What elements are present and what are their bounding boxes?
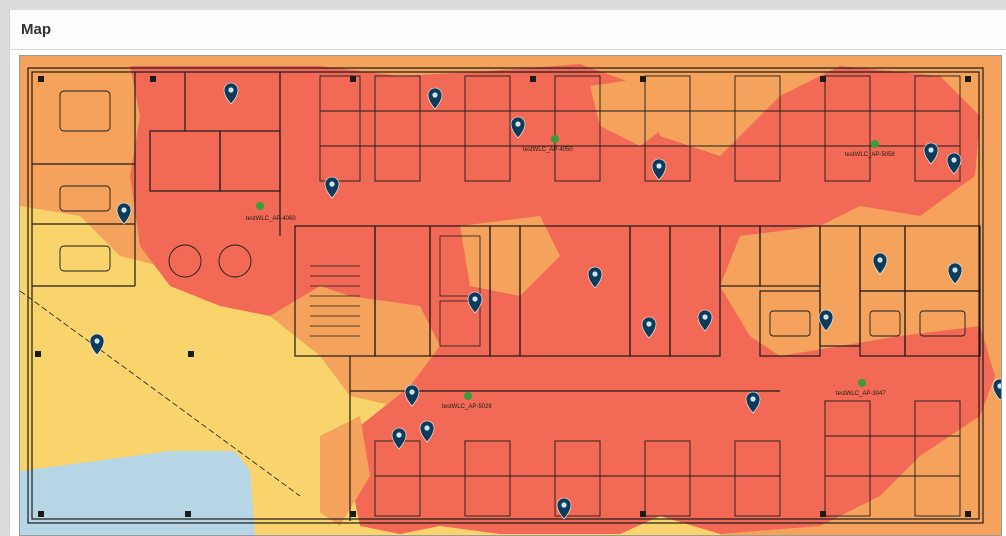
access-point-icon[interactable]: testWLC_AP-4050 [523,135,573,153]
ap-label: testWLC_AP-4060 [246,216,296,222]
heatmap-medium-island [460,216,560,296]
map-panel: Map [9,10,1006,536]
building-columns [35,76,971,517]
heatmap-strong-zone [130,64,995,534]
heatmap-no-coverage [20,451,255,535]
ap-label: testWLC_AP-4050 [523,147,573,153]
workstation-clusters [59,75,966,517]
access-point-icon[interactable]: testWLC_AP-4060 [246,202,296,222]
floor-plan-walls [20,67,984,524]
heatmap-medium-island [310,416,370,526]
access-point-markers: testWLC_AP-4060 testWLC_AP-4050 testWLC_… [246,135,895,410]
floor-map[interactable]: testWLC_AP-4060 testWLC_AP-4050 testWLC_… [19,55,1002,536]
ap-label: testWLC_AP-5058 [845,152,895,158]
panel-title: Map [21,21,51,38]
access-point-icon[interactable]: testWLC_AP-5058 [845,140,895,158]
ap-label: testWLC_AP-3047 [836,391,886,397]
panel-header: Map [10,10,1006,50]
access-point-icon[interactable]: testWLC_AP-3047 [836,379,886,397]
access-point-icon[interactable]: testWLC_AP-5028 [442,392,492,410]
ap-label: testWLC_AP-5028 [442,404,492,410]
floor-map-svg[interactable]: testWLC_AP-4060 testWLC_AP-4050 testWLC_… [20,56,1001,535]
